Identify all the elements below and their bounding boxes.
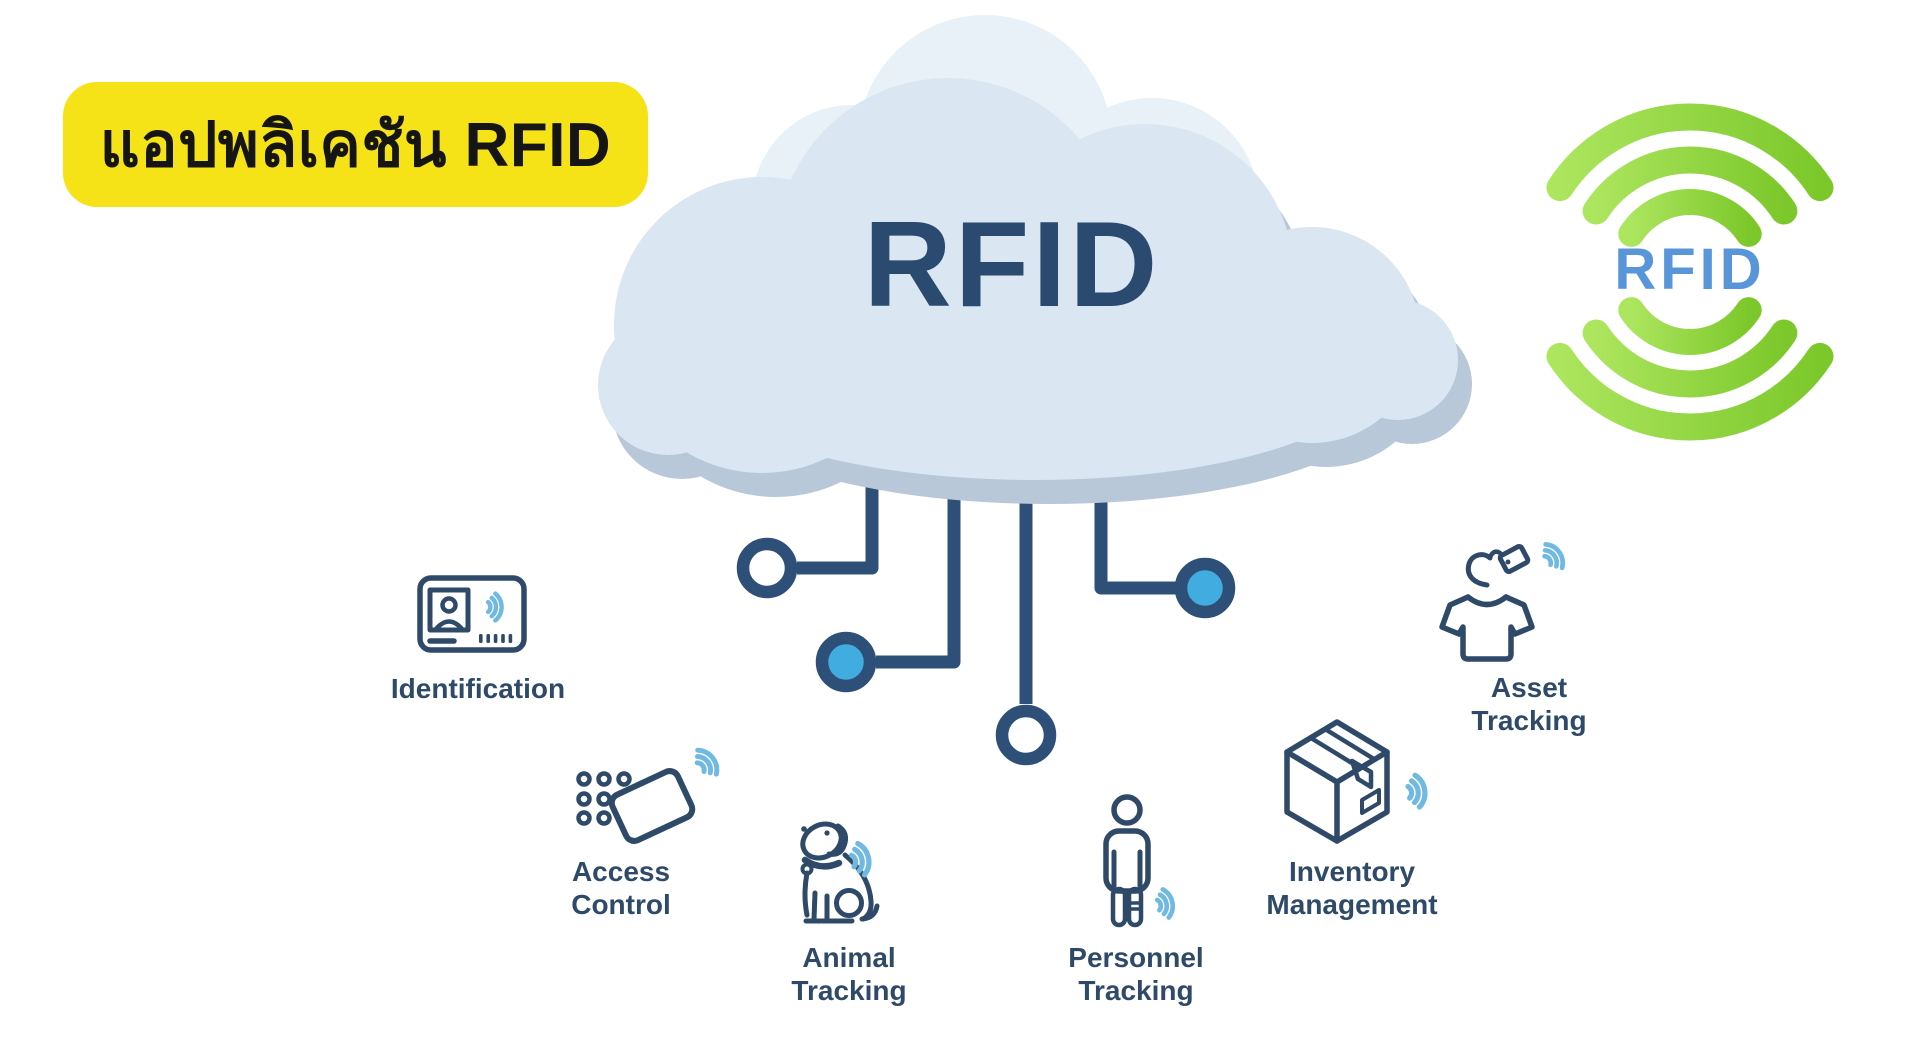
- label-identification: Identification: [391, 672, 565, 705]
- label-line: Inventory: [1288, 856, 1416, 887]
- title-badge-label: แอปพลิเคชัน RFID: [99, 110, 612, 180]
- connector-node: [1174, 557, 1236, 619]
- card-dashes: [479, 634, 513, 643]
- keypad-dots: [576, 771, 632, 826]
- connector-node: [736, 537, 798, 599]
- label-line: Access: [571, 856, 671, 887]
- label-line: Tracking: [1078, 975, 1194, 1006]
- rfid-logo-wordmark: RFID: [1614, 237, 1766, 302]
- label-line: Asset: [1490, 672, 1568, 703]
- signal-waves-icon: [1155, 888, 1175, 919]
- person-icon: [1103, 794, 1175, 928]
- cloud-body: [598, 78, 1458, 480]
- label-asset-tracking: Asset Tracking: [1471, 671, 1586, 737]
- cloud-title: RFID: [863, 196, 1161, 332]
- signal-waves-icon: [1407, 774, 1427, 808]
- rfid-signal-logo-icon: [1546, 103, 1834, 441]
- dog-icon: [800, 821, 880, 924]
- label-personnel-tracking: Personnel Tracking: [1068, 941, 1203, 1007]
- label-line: Tracking: [791, 975, 907, 1006]
- connector-line: [797, 455, 879, 575]
- label-line: Personnel: [1068, 942, 1204, 973]
- label-line: Identification: [390, 673, 566, 704]
- id-card-icon: [417, 575, 527, 653]
- shirt-hanger-icon: [1439, 541, 1568, 662]
- label-line: Tracking: [1471, 705, 1587, 736]
- connector-node: [995, 704, 1057, 766]
- label-line: Control: [571, 889, 671, 920]
- signal-waves-icon: [691, 746, 722, 779]
- rfid-cloud: [598, 15, 1472, 504]
- label-animal-tracking: Animal Tracking: [791, 941, 906, 1007]
- signal-waves-icon: [488, 594, 501, 621]
- signal-waves-icon: [849, 842, 871, 877]
- label-inventory-management: Inventory Management: [1266, 855, 1437, 921]
- connector-node: [815, 631, 877, 693]
- label-line: Management: [1266, 889, 1438, 920]
- title-badge: แอปพลิเคชัน RFID: [63, 82, 648, 207]
- keypad-card-icon: [576, 746, 722, 844]
- label-access-control: Access Control: [571, 855, 671, 921]
- label-line: Animal: [802, 942, 896, 973]
- connector-line: [876, 430, 961, 669]
- signal-waves-icon: [1539, 541, 1567, 573]
- box-icon: [1284, 719, 1427, 844]
